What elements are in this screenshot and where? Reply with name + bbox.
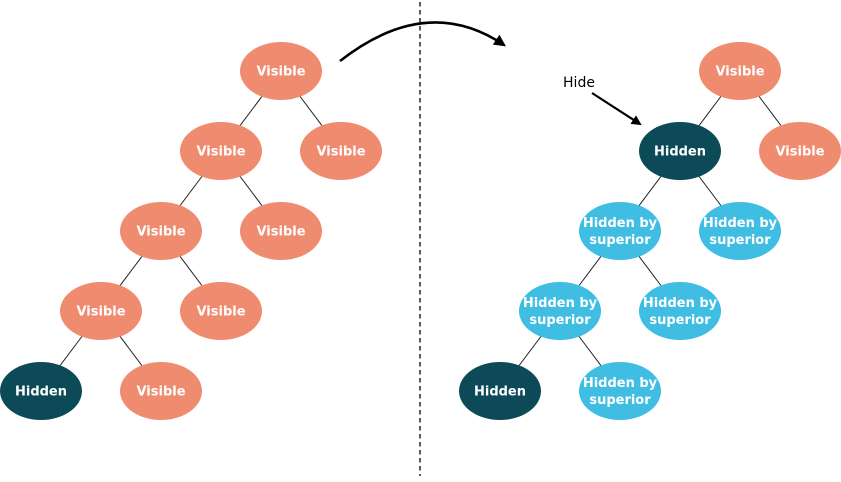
tree-node-hidden: Hidden xyxy=(639,122,721,180)
node-label: Visible xyxy=(196,145,245,160)
node-ellipse xyxy=(60,282,142,340)
node-ellipse xyxy=(699,42,781,100)
node-ellipse xyxy=(180,282,262,340)
hide-label: Hide xyxy=(563,75,595,91)
node-label: Visible xyxy=(196,305,245,320)
hide-annotation-layer: Hide xyxy=(563,75,642,126)
tree-node-hidden: Hidden xyxy=(459,362,541,420)
node-label: Visible xyxy=(76,305,125,320)
tree-node-visible: Visible xyxy=(759,122,841,180)
node-ellipse xyxy=(579,362,661,420)
node-label: Hidden xyxy=(15,385,67,400)
transform-arrow xyxy=(339,21,506,63)
node-label: Visible xyxy=(256,225,305,240)
tree-node-visible: Visible xyxy=(180,282,262,340)
hide-arrow xyxy=(591,92,642,126)
node-label: Hidden xyxy=(474,385,526,400)
node-label: Visible xyxy=(316,145,365,160)
node-ellipse xyxy=(579,202,661,260)
node-ellipse xyxy=(240,202,322,260)
node-ellipse xyxy=(699,202,781,260)
node-ellipse xyxy=(519,282,601,340)
transform-arrow-layer xyxy=(339,21,506,63)
node-ellipse xyxy=(459,362,541,420)
node-label: Hidden xyxy=(654,145,706,160)
tree-node-visible: Visible xyxy=(240,42,322,100)
node-ellipse xyxy=(300,122,382,180)
tree-node-visible: Visible xyxy=(120,362,202,420)
tree-node-visible: Visible xyxy=(60,282,142,340)
node-ellipse xyxy=(120,202,202,260)
node-ellipse xyxy=(120,362,202,420)
node-ellipse xyxy=(759,122,841,180)
tree-node-visible: Visible xyxy=(120,202,202,260)
node-ellipse xyxy=(639,282,721,340)
node-ellipse xyxy=(180,122,262,180)
node-ellipse xyxy=(0,362,82,420)
tree-node-visible: Visible xyxy=(699,42,781,100)
node-label: Visible xyxy=(775,145,824,160)
node-label: Visible xyxy=(136,225,185,240)
node-label: Visible xyxy=(256,65,305,80)
node-ellipse xyxy=(240,42,322,100)
node-ellipse xyxy=(639,122,721,180)
tree-node-hidden: Hidden xyxy=(0,362,82,420)
node-label: Visible xyxy=(136,385,185,400)
tree-node-visible: Visible xyxy=(240,202,322,260)
tree-node-visible: Visible xyxy=(180,122,262,180)
node-label: Visible xyxy=(715,65,764,80)
tree-node-visible: Visible xyxy=(300,122,382,180)
